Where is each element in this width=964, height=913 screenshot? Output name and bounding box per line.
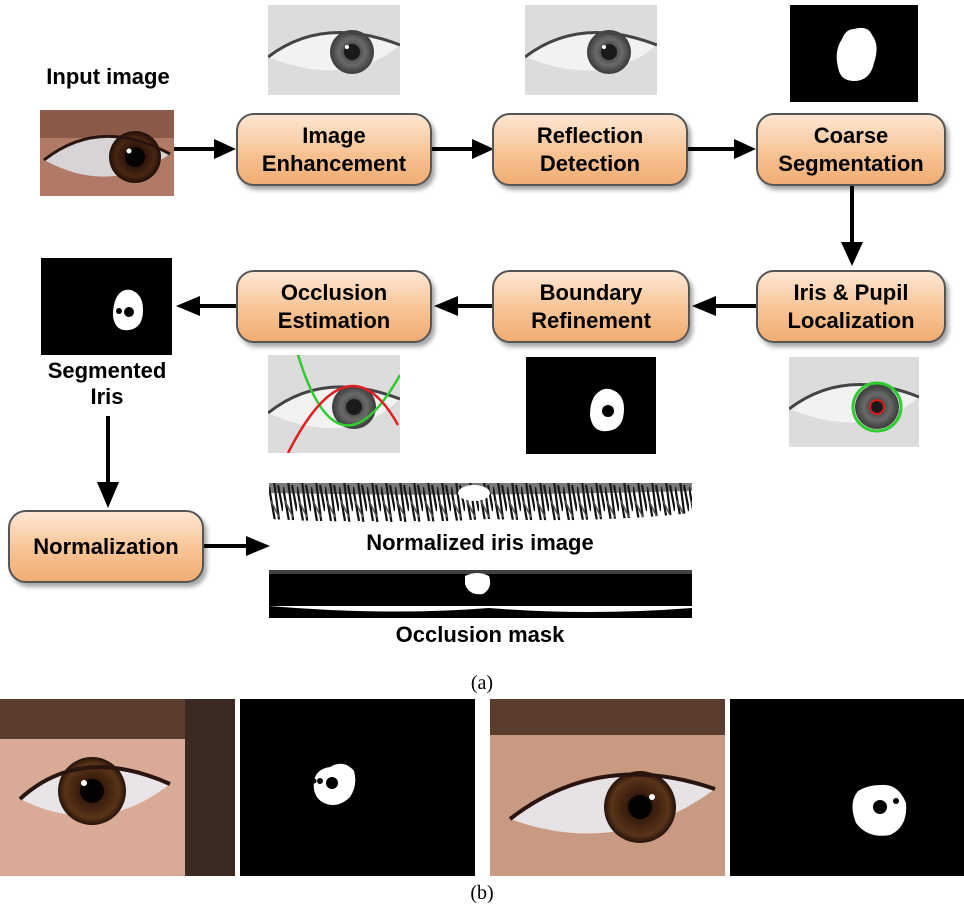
arrow-localization-to-boundary bbox=[692, 295, 756, 317]
segmented-iris-thumb bbox=[41, 258, 172, 355]
arrow-reflection-to-coarse bbox=[688, 138, 756, 160]
input-eye-photo bbox=[40, 110, 174, 196]
occlusion-estimation-box: Occlusion Estimation bbox=[236, 270, 432, 343]
image-enhancement-line1: Image bbox=[302, 122, 366, 150]
occlusion-estimation-line2: Estimation bbox=[278, 307, 390, 335]
boundary-refinement-box: Boundary Refinement bbox=[492, 270, 690, 343]
iris-mask-b1 bbox=[240, 699, 475, 876]
reflection-detection-line2: Detection bbox=[540, 150, 640, 178]
segmented-iris-label-line1: Segmented bbox=[22, 358, 192, 384]
eye-photo-b1 bbox=[0, 699, 235, 876]
input-image-label: Input image bbox=[28, 64, 188, 90]
occlusion-eye-thumb bbox=[268, 355, 400, 453]
boundary-mask-thumb bbox=[526, 357, 656, 454]
arrow-segmented-to-normalization bbox=[96, 416, 120, 508]
iris-pupil-localization-line1: Iris & Pupil bbox=[794, 279, 909, 307]
caption-a: (a) bbox=[440, 672, 524, 695]
enhanced-eye-thumb bbox=[268, 5, 400, 95]
occlusion-estimation-line1: Occlusion bbox=[281, 279, 387, 307]
reflection-detection-box: Reflection Detection bbox=[492, 113, 688, 186]
boundary-refinement-line1: Boundary bbox=[540, 279, 643, 307]
iris-mask-b2 bbox=[730, 699, 964, 876]
occlusion-mask-label: Occlusion mask bbox=[320, 622, 640, 648]
segmented-iris-label-line2: Iris bbox=[22, 384, 192, 410]
normalized-iris-label: Normalized iris image bbox=[300, 530, 660, 556]
reflection-detection-line1: Reflection bbox=[537, 122, 643, 150]
eye-photo-b2 bbox=[490, 699, 725, 876]
caption-b: (b) bbox=[440, 882, 524, 905]
arrow-boundary-to-occlusion bbox=[434, 295, 492, 317]
arrow-occlusion-to-segmented bbox=[176, 295, 236, 317]
normalized-iris-strip bbox=[269, 481, 692, 531]
arrow-input-to-enhancement bbox=[174, 138, 236, 160]
image-enhancement-box: Image Enhancement bbox=[236, 113, 432, 186]
image-enhancement-line2: Enhancement bbox=[262, 150, 406, 178]
reflection-eye-thumb bbox=[525, 5, 657, 95]
normalization-box: Normalization bbox=[8, 510, 204, 583]
occlusion-mask-strip bbox=[269, 566, 692, 618]
normalization-line1: Normalization bbox=[33, 533, 178, 561]
iris-pupil-localization-line2: Localization bbox=[787, 307, 914, 335]
coarse-segmentation-line2: Segmentation bbox=[778, 150, 923, 178]
arrow-coarse-to-localization bbox=[840, 186, 864, 266]
arrow-normalization-to-output bbox=[204, 535, 270, 557]
localization-eye-thumb bbox=[789, 357, 919, 447]
coarse-segmentation-line1: Coarse bbox=[814, 122, 889, 150]
iris-pupil-localization-box: Iris & Pupil Localization bbox=[756, 270, 946, 343]
arrow-enhancement-to-reflection bbox=[432, 138, 494, 160]
coarse-mask-thumb bbox=[790, 5, 918, 102]
coarse-segmentation-box: Coarse Segmentation bbox=[756, 113, 946, 186]
boundary-refinement-line2: Refinement bbox=[531, 307, 651, 335]
